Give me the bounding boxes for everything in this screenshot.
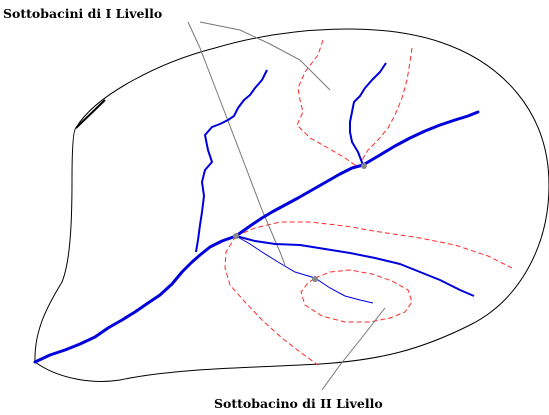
divide-upper-left (296, 39, 363, 166)
junction-point-middle (233, 233, 239, 239)
basin-outline-accent (75, 99, 106, 129)
divide-inner-second-level (300, 269, 413, 323)
main-stream (33, 110, 480, 364)
divide-lower-large (224, 221, 513, 366)
leader-line-3 (321, 307, 386, 391)
leader-line-1 (199, 21, 331, 91)
tributary-upper-right (349, 62, 387, 166)
basin-outline (34, 28, 549, 382)
tributary-left (195, 69, 268, 253)
label-second-level-subbasin: Sottobacino di II Livello (214, 396, 383, 411)
inner-stream (235, 235, 374, 304)
label-first-level-subbasins: Sottobacini di I Livello (3, 6, 163, 21)
junction-point-upper (361, 163, 367, 169)
tributary-lower (235, 235, 475, 297)
junction-point-inner (312, 276, 318, 282)
divide-upper-right (361, 47, 413, 166)
leader-line-2 (187, 21, 286, 266)
